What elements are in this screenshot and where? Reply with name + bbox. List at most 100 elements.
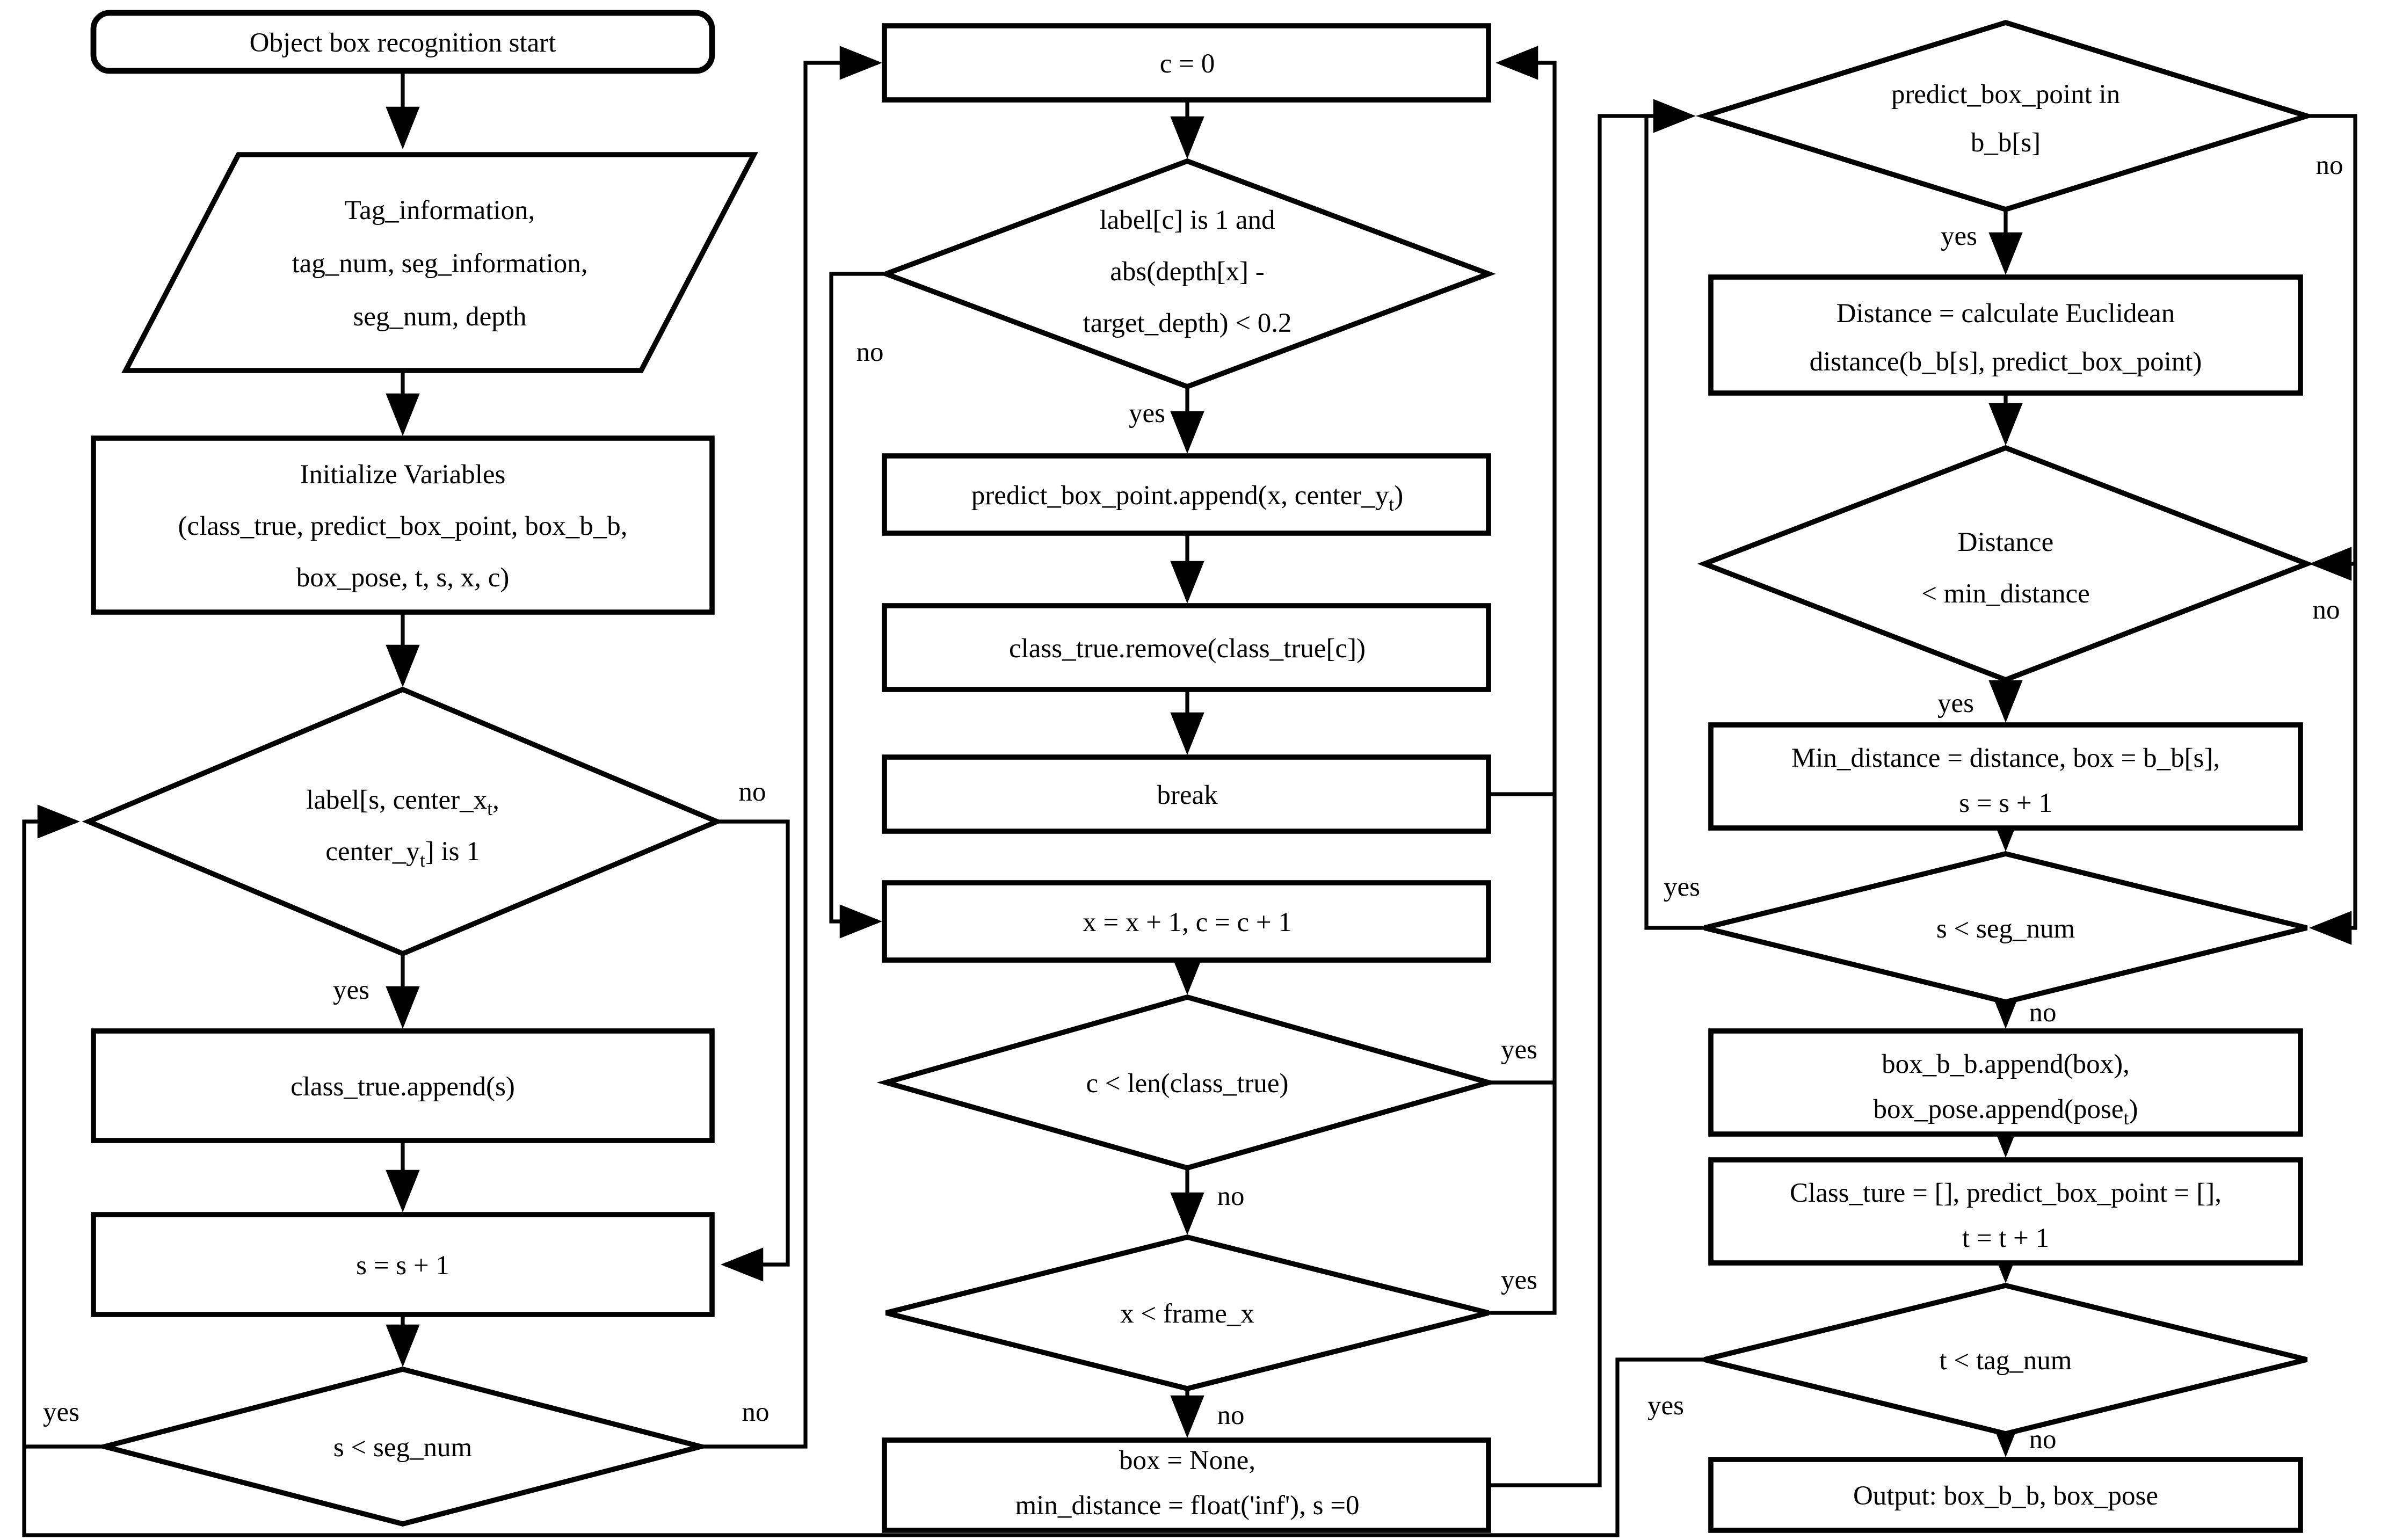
decision-x-lt-frame-x: x < frame_x (885, 1234, 1490, 1391)
initialize-line-3: box_pose, t, s, x, c) (296, 563, 510, 593)
edge-label-pred-in-no: no (2316, 150, 2343, 180)
edge-label-d-dist-yes: yes (1937, 688, 1974, 718)
edge-s-seg1-no-to-c-zero (701, 46, 882, 1449)
calc-dist-line-2: distance(b_b[s], predict_box_point) (1810, 347, 2202, 377)
append-box-line-2: box_pose.append(poset) (1874, 1094, 2138, 1129)
node-calculate-distance: Distance = calculate Euclidean distance(… (1708, 274, 2303, 396)
box-none-line-2: min_distance = float('inf'), s =0 (1015, 1491, 1359, 1521)
increment-s-label: s = s + 1 (356, 1251, 449, 1281)
node-box-none-min-distance: box = None, min_distance = float('inf'),… (882, 1437, 1491, 1533)
append-box-shape (1708, 1028, 2303, 1137)
decision-t-tag-label: t < tag_num (1940, 1346, 2072, 1376)
min-dist-shape (1708, 722, 2303, 831)
edge-label-s-seg2-yes: yes (1664, 872, 1700, 902)
edge-label-x-frame-yes: yes (1501, 1265, 1537, 1295)
class-true-remove-label: class_true.remove(class_true[c]) (1009, 634, 1366, 664)
input-shape (121, 152, 758, 373)
break-label: break (1157, 780, 1218, 810)
edge-label-label-c-yes: yes (1129, 398, 1165, 428)
output-label: Output: box_b_b, box_pose (1853, 1481, 2158, 1511)
reset-shape (1708, 1157, 2303, 1266)
c-zero-label: c = 0 (1160, 49, 1215, 79)
edge-label-pred-in-yes: yes (1941, 221, 1977, 251)
node-increment-s: s = s + 1 (91, 1212, 715, 1317)
decision-label-s-is-1: label[s, center_xt, center_yt] is 1 (82, 686, 724, 957)
append-box-line-1: box_b_b.append(box), (1882, 1049, 2130, 1079)
decision-label-c-line-1: label[c] is 1 and (1099, 205, 1275, 235)
min-dist-line-2: s = s + 1 (1959, 788, 2052, 818)
start-shape (90, 10, 715, 74)
class-true-append-shape (91, 1028, 715, 1143)
input-line-1: Tag_information, (345, 195, 535, 226)
edge-label-c-len-no: no (1217, 1181, 1245, 1211)
predict-append-shape (882, 453, 1491, 536)
node-break: break (882, 754, 1491, 834)
decision-t-tag-shape (1703, 1283, 2308, 1436)
edge-s-seg2-yes-join-loop (1644, 116, 1704, 930)
edge-label-t-tag-yes: yes (1647, 1391, 1684, 1421)
decision-s-lt-seg-num-1: s < seg_num (94, 1367, 712, 1527)
decision-pred-in-line-2: b_b[s] (1971, 128, 2041, 158)
initialize-line-2: (class_true, predict_box_point, box_b_b, (178, 511, 627, 541)
edge-label-c-len-yes: yes (1501, 1035, 1537, 1065)
node-output: Output: box_b_b, box_pose (1708, 1457, 2303, 1533)
node-increment-x-c: x = x + 1, c = c + 1 (882, 880, 1491, 963)
edge-label-x-frame-no: no (1217, 1400, 1245, 1430)
edges (22, 46, 2357, 1537)
decision-s-seg2-shape (1703, 851, 2308, 1005)
decision-s-seg1-label: s < seg_num (333, 1433, 472, 1463)
decision-c-lt-len-class-true: c < len(class_true) (876, 994, 1498, 1171)
edge-label-label-c-no: no (856, 337, 884, 367)
edge-labels: yes no yes no yes no yes no yes no yes n… (43, 150, 2343, 1455)
edge-label-d-dist-no: no (2313, 595, 2340, 625)
node-append-box-pose: box_b_b.append(box), box_pose.append(pos… (1708, 1028, 2303, 1137)
box-none-shape (882, 1437, 1491, 1533)
min-dist-line-1: Min_distance = distance, box = b_b[s], (1791, 743, 2220, 773)
decision-c-len-shape (876, 994, 1498, 1171)
reset-line-2: t = t + 1 (1962, 1223, 2049, 1253)
node-class-true-append: class_true.append(s) (91, 1028, 715, 1143)
decision-s-seg2-label: s < seg_num (1936, 914, 2075, 944)
class-true-remove-shape (882, 603, 1491, 692)
decision-s-lt-seg-num-2: s < seg_num (1703, 851, 2308, 1005)
decision-label-c-shape (879, 158, 1496, 390)
decision-label-s-line-2: center_yt] is 1 (325, 837, 480, 871)
node-min-distance-update: Min_distance = distance, box = b_b[s], s… (1708, 722, 2303, 831)
node-initialize-variables: Initialize Variables (class_true, predic… (91, 435, 715, 615)
reset-line-1: Class_ture = [], predict_box_point = [], (1790, 1178, 2222, 1208)
node-input-parallelogram: Tag_information, tag_num, seg_informatio… (121, 152, 758, 373)
decision-dist-shape (1697, 445, 2314, 683)
decision-pred-in-shape (1695, 19, 2316, 213)
edge-label-c-no-to-inc-xc (829, 272, 886, 939)
edge-label-label-s-yes: yes (333, 975, 369, 1005)
calc-dist-line-1: Distance = calculate Euclidean (1836, 299, 2175, 329)
decision-dist-line-1: Distance (1958, 527, 2053, 557)
decision-label-s-line-1: label[s, center_xt, (306, 785, 499, 819)
node-c-equals-0: c = 0 (882, 23, 1491, 103)
break-shape (882, 754, 1491, 834)
decision-predict-box-point-in-bb: predict_box_point in b_b[s] (1695, 19, 2316, 213)
edge-label-s-seg2-no: no (2029, 998, 2057, 1028)
c-zero-shape (882, 23, 1491, 103)
edge-t-tag-yes-bottom-rail-to-label-s (22, 804, 1704, 1537)
decision-c-len-label: c < len(class_true) (1086, 1069, 1288, 1099)
input-line-2: tag_num, seg_information, (292, 249, 588, 279)
box-none-line-1: box = None, (1119, 1445, 1255, 1476)
decision-t-lt-tag-num: t < tag_num (1703, 1283, 2308, 1436)
node-start: Object box recognition start (90, 10, 715, 74)
output-shape (1708, 1457, 2303, 1533)
increment-x-c-shape (882, 880, 1491, 963)
node-reset-lists-increment-t: Class_ture = [], predict_box_point = [],… (1708, 1157, 2303, 1266)
edge-label-s-seg1-yes: yes (43, 1397, 79, 1427)
predict-append-label: predict_box_point.append(x, center_yt) (971, 481, 1403, 515)
node-predict-box-point-append: predict_box_point.append(x, center_yt) (882, 453, 1491, 536)
edge-label-s-no-to-inc-s (717, 819, 790, 1282)
decision-label-c-depth: label[c] is 1 and abs(depth[x] - target_… (879, 158, 1496, 390)
edge-label-t-tag-no: no (2029, 1425, 2057, 1455)
decision-label-c-line-2: abs(depth[x] - (1110, 257, 1264, 287)
decision-s-seg1-shape (94, 1367, 712, 1527)
edge-label-label-s-no: no (739, 777, 766, 807)
decision-label-c-line-3: target_depth) < 0.2 (1083, 308, 1292, 338)
